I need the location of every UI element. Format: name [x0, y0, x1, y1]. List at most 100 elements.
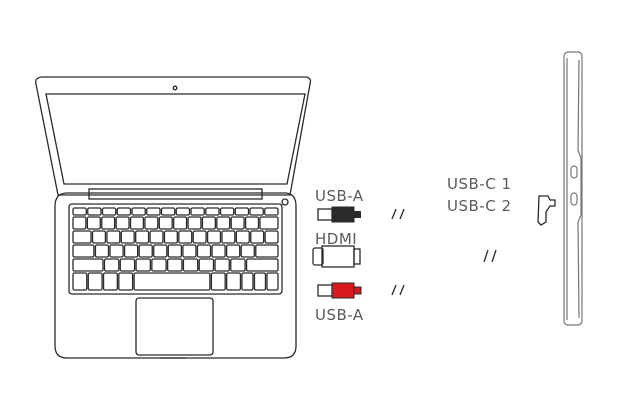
key: [101, 207, 117, 216]
key: [235, 230, 250, 244]
usb-a-bottom-plug: [317, 282, 362, 299]
key: [72, 272, 88, 291]
key: [230, 258, 246, 272]
key: [120, 230, 135, 244]
key: [146, 207, 161, 216]
key: [166, 258, 183, 272]
key: [206, 230, 222, 244]
key: [87, 207, 102, 216]
webcam-icon: [172, 85, 178, 91]
label-hdmi: HDMI: [315, 230, 357, 248]
key: [201, 216, 216, 230]
hdmi-plug: [312, 245, 361, 268]
key: [101, 216, 116, 230]
power-button-icon: [281, 198, 289, 206]
key: [131, 207, 146, 216]
key: [245, 258, 279, 272]
key: [123, 244, 139, 258]
key: [182, 244, 197, 258]
laptop-screen: [45, 93, 306, 185]
usb-a-top-plug: [317, 206, 361, 223]
key: [144, 216, 159, 230]
key: [192, 230, 207, 244]
key: [87, 272, 103, 291]
key: [86, 216, 101, 230]
laptop-lid: [34, 76, 312, 196]
key: [175, 207, 191, 216]
key: [138, 244, 153, 258]
cables: [360, 208, 549, 296]
key: [226, 272, 242, 291]
keyboard: [68, 203, 283, 295]
key: [149, 230, 164, 244]
key: [187, 216, 202, 230]
key: [173, 216, 188, 230]
label-usb-a-bottom: USB-A: [315, 306, 364, 324]
key: [190, 207, 205, 216]
key: [135, 230, 150, 244]
key: [240, 244, 255, 258]
portable-monitor: [563, 51, 583, 326]
key: [196, 244, 212, 258]
key: [255, 244, 279, 258]
key: [91, 230, 107, 244]
usb-c-port-1: [570, 165, 578, 179]
laptop-base: [54, 192, 297, 359]
key: [230, 216, 245, 230]
key: [133, 272, 211, 291]
laptop-hinge: [88, 188, 263, 200]
key: [115, 216, 130, 230]
key: [116, 207, 132, 216]
key: [225, 244, 241, 258]
key: [103, 258, 120, 272]
key: [167, 244, 183, 258]
key: [72, 244, 95, 258]
key: [160, 207, 176, 216]
trackpad: [135, 297, 214, 356]
key: [72, 216, 87, 230]
key: [264, 230, 279, 244]
key: [241, 272, 254, 291]
key: [163, 230, 178, 244]
usb-c-plug: [537, 195, 556, 226]
key: [153, 244, 168, 258]
key: [178, 230, 193, 244]
key: [109, 244, 124, 258]
key: [214, 258, 230, 272]
key: [158, 216, 173, 230]
key: [253, 272, 267, 291]
key: [210, 272, 226, 291]
key: [244, 216, 260, 230]
keyboard-keys: [72, 207, 279, 291]
key: [129, 216, 145, 230]
cable-usb-a-top: [360, 213, 443, 254]
key: [211, 244, 226, 258]
key: [234, 207, 250, 216]
key: [106, 230, 121, 244]
key: [102, 272, 118, 291]
key: [259, 216, 279, 230]
key: [72, 230, 92, 244]
key: [205, 207, 220, 216]
label-usb-c-2: USB-C 2: [447, 197, 512, 215]
key: [118, 272, 134, 291]
key: [221, 230, 236, 244]
key: [219, 207, 235, 216]
key: [264, 207, 279, 216]
key: [119, 258, 136, 272]
key: [182, 258, 199, 272]
label-usb-c-1: USB-C 1: [447, 175, 512, 193]
key: [250, 230, 265, 244]
key: [72, 207, 87, 216]
key: [216, 216, 231, 230]
key: [72, 258, 104, 272]
key: [198, 258, 215, 272]
laptop: [34, 76, 312, 359]
usb-c-port-2: [570, 192, 578, 206]
key: [94, 244, 110, 258]
key: [249, 207, 264, 216]
key: [151, 258, 167, 272]
key: [266, 272, 279, 291]
